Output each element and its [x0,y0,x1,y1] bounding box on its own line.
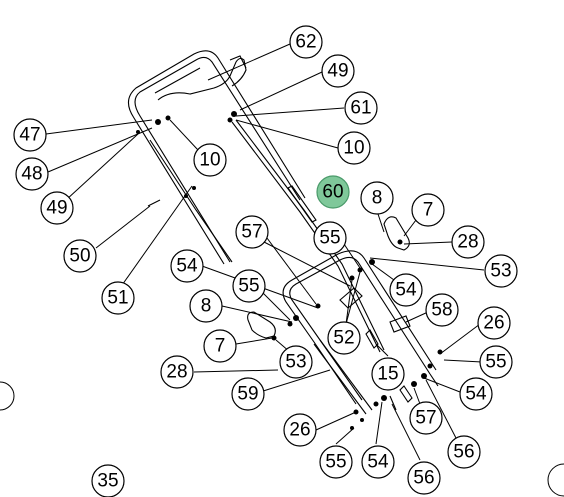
svg-text:56: 56 [453,442,474,463]
callout-60-highlighted: 60 [316,175,350,209]
svg-text:55: 55 [325,452,346,473]
callout-52: 52 [327,321,361,355]
fasteners [136,111,443,430]
svg-text:51: 51 [107,288,128,309]
callout-7: 7 [203,329,237,363]
svg-text:58: 58 [431,300,452,321]
svg-text:48: 48 [21,164,42,185]
svg-text:15: 15 [377,364,398,385]
callout-47: 47 [13,118,47,152]
svg-text:7: 7 [215,336,226,357]
svg-text:54: 54 [395,280,417,301]
svg-text:54: 54 [367,452,389,473]
callout-55: 55 [232,269,266,303]
callout-26: 26 [477,306,511,340]
svg-text:54: 54 [465,384,487,405]
svg-text:10: 10 [343,138,364,159]
callout-51: 51 [101,281,135,315]
svg-text:26: 26 [289,420,310,441]
svg-text:55: 55 [319,228,340,249]
svg-text:49: 49 [46,198,67,219]
svg-text:26: 26 [483,313,504,334]
callout-62: 62 [289,25,323,59]
callout-59: 59 [231,377,265,411]
callout-10: 10 [193,143,227,177]
svg-text:62: 62 [295,32,316,53]
svg-text:55: 55 [485,352,506,373]
callout-56: 56 [447,435,481,469]
callout-57: 57 [235,215,269,249]
svg-text:28: 28 [457,232,478,253]
callout-10: 10 [337,131,371,165]
callout-35: 35 [91,464,125,497]
svg-text:47: 47 [19,125,40,146]
callout-58: 58 [425,293,459,327]
callout-48: 48 [15,157,49,191]
svg-text:59: 59 [237,384,258,405]
callout-8: 8 [189,289,223,323]
callout-57: 57 [409,401,443,435]
callout-53: 53 [279,345,313,379]
svg-text:8: 8 [372,188,383,209]
svg-text:54: 54 [176,256,198,277]
callout-28: 28 [160,355,194,389]
callout-54: 54 [459,377,493,411]
callout-61: 61 [344,91,378,125]
callout-54: 54 [170,249,204,283]
callout-50: 50 [63,239,97,273]
svg-text:7: 7 [423,200,434,221]
callout-55: 55 [479,345,513,379]
svg-text:57: 57 [241,222,262,243]
callout-53: 53 [484,254,518,288]
svg-text:49: 49 [327,61,348,82]
callout-54: 54 [389,273,423,307]
svg-text:61: 61 [350,98,371,119]
callouts: 62 49 61 47 10 10 48 49 60 8 7 57 55 28 … [13,25,518,497]
callout-7: 7 [411,193,445,227]
svg-text:55: 55 [238,276,259,297]
svg-text:10: 10 [199,150,220,171]
svg-text:28: 28 [166,362,187,383]
callout-55: 55 [313,221,347,255]
svg-text:52: 52 [333,328,354,349]
callout-54: 54 [361,445,395,479]
svg-text:35: 35 [97,471,118,492]
svg-text:53: 53 [285,352,306,373]
svg-text:56: 56 [413,468,434,489]
svg-text:60: 60 [322,182,343,203]
edge-partial-callouts [0,381,564,497]
callout-55: 55 [319,445,353,479]
svg-text:57: 57 [415,408,436,429]
callout-8: 8 [360,181,394,215]
callout-49: 49 [40,191,74,225]
callout-56: 56 [407,461,441,495]
callout-26: 26 [283,413,317,447]
callout-49: 49 [321,54,355,88]
callout-28: 28 [451,225,485,259]
svg-text:53: 53 [490,261,511,282]
svg-text:50: 50 [69,246,90,267]
svg-text:8: 8 [201,296,212,317]
callout-15: 15 [371,357,405,391]
leader-lines [45,43,485,461]
